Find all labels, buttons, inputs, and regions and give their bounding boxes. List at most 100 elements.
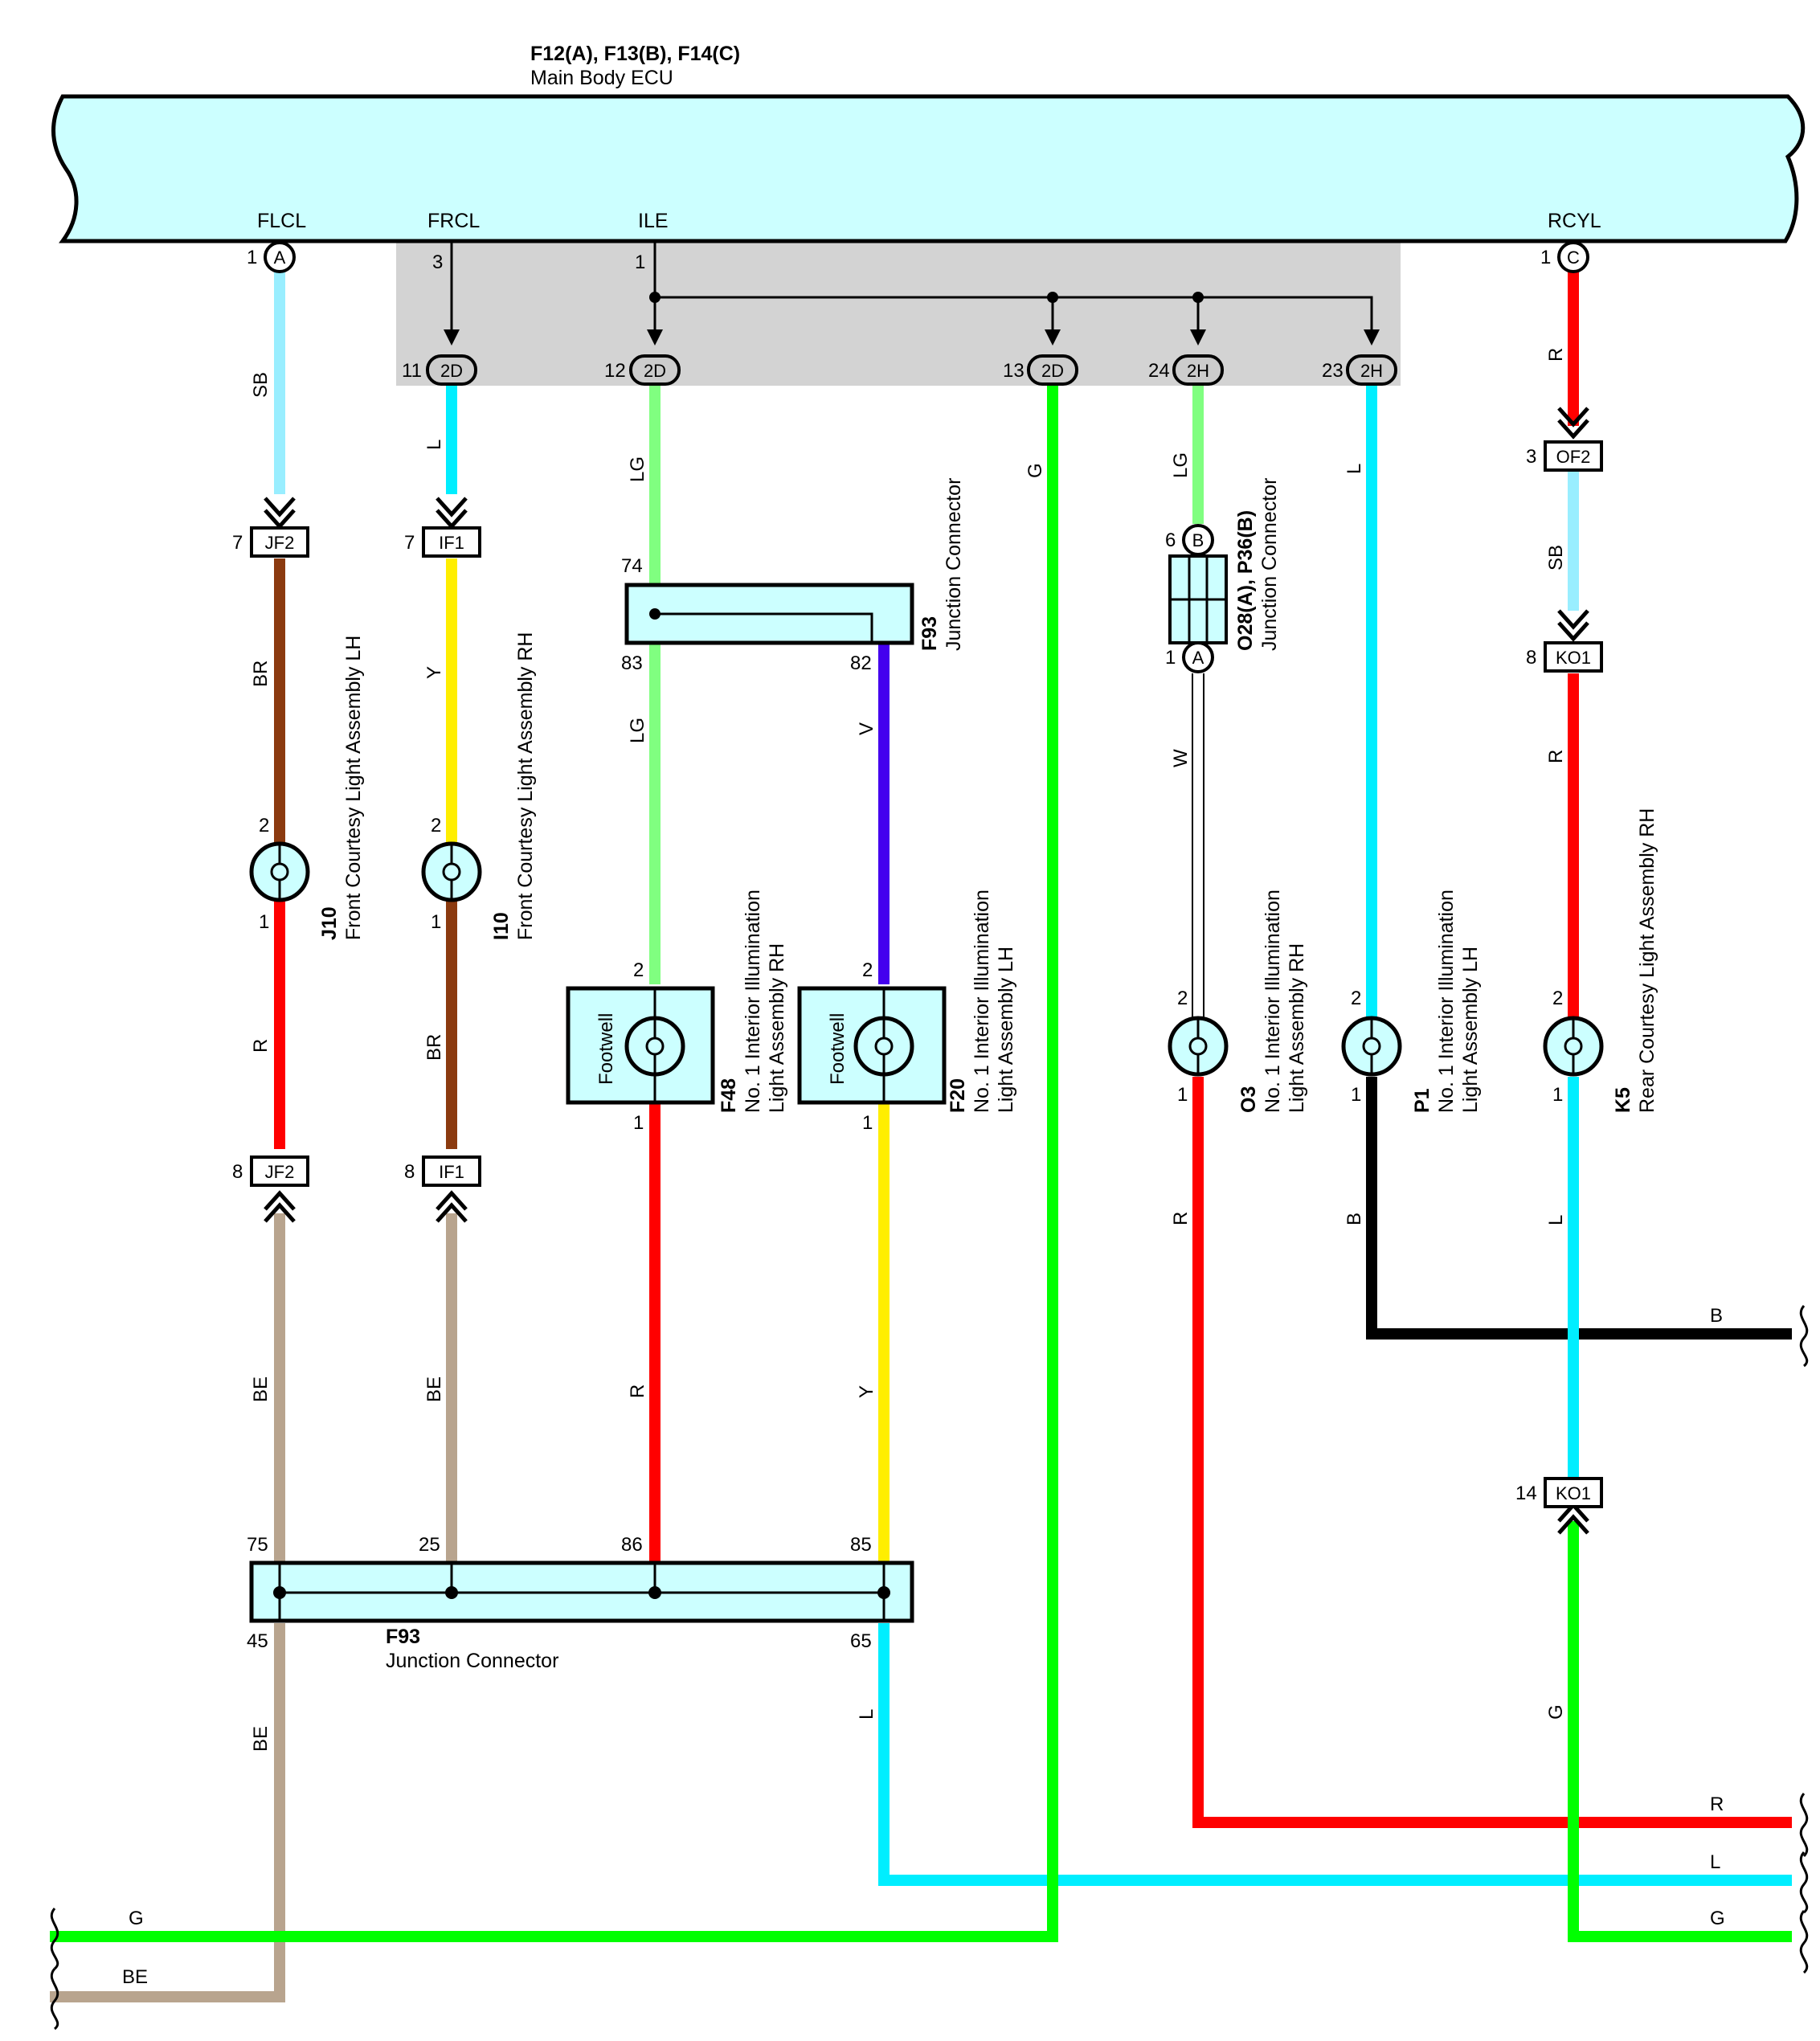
wire-l-bottom [878, 1623, 1792, 1886]
pin-45: 45 [247, 1630, 268, 1652]
p1-name1: No. 1 Interior Illumination [1435, 890, 1458, 1113]
terminal-ile: ILE [638, 210, 669, 232]
pin-1-k5: 1 [1552, 1084, 1563, 1106]
svg-text:W: W [1170, 749, 1192, 767]
f48-name2: Light Assembly RH [766, 943, 788, 1113]
junction-f93-top-dot [649, 608, 661, 620]
k5-code: K5 [1612, 1087, 1634, 1113]
pin-1-p1: 1 [1351, 1084, 1361, 1106]
o3-name2: Light Assembly RH [1286, 943, 1308, 1113]
pin-82: 82 [850, 652, 872, 674]
wire-g-ko1 [1568, 1521, 1792, 1942]
i10-name: Front Courtesy Light Assembly RH [514, 632, 537, 940]
pin-75: 75 [247, 1534, 268, 1556]
footwell-f20: Footwell [827, 1013, 849, 1085]
box-jf2-bottom: JF2 [265, 1162, 295, 1182]
lead-arrows [444, 329, 1380, 346]
svg-text:R: R [1710, 1794, 1724, 1815]
f93-top-name: Junction Connector [943, 478, 965, 651]
wire-labels-horizontal: B R L G G BE [122, 1305, 1725, 1988]
f20-box [797, 986, 947, 1105]
f93-bottom-code: F93 [386, 1626, 420, 1648]
pin-rcyl: 1 [1540, 247, 1551, 268]
f48-code: F48 [718, 1078, 740, 1113]
pin-83: 83 [621, 652, 643, 674]
bulb-filaments [270, 844, 1583, 1074]
pin-frcl: 3 [432, 252, 443, 273]
footwell-filaments [645, 990, 894, 1102]
svg-text:BR: BR [250, 661, 272, 687]
break-marks [50, 1305, 1809, 2031]
junction-o28-grid [1170, 556, 1226, 643]
box-ko1-bottom: KO1 [1556, 1483, 1591, 1503]
wire-labels-vertical: SB L LG G LG L R SB BR Y LG V W R R BR R… [250, 348, 1567, 1752]
svg-text:R: R [1545, 750, 1567, 763]
pin-2-f20: 2 [862, 959, 873, 981]
pin-flcl: 1 [247, 247, 257, 268]
pin-8-jf2: 8 [232, 1161, 243, 1183]
svg-text:L: L [1545, 1215, 1567, 1225]
pin-2-j10: 2 [259, 815, 269, 836]
footwell-bulbs [624, 1016, 914, 1077]
f20-name1: No. 1 Interior Illumination [971, 890, 993, 1113]
svg-text:G: G [1710, 1908, 1725, 1929]
pin-3-of2: 3 [1526, 446, 1536, 468]
pin-85: 85 [850, 1534, 872, 1556]
box-if1-top: IF1 [439, 533, 464, 553]
p1-code: P1 [1411, 1088, 1434, 1113]
oval-2h-24: 2H [1187, 361, 1209, 381]
svg-text:R: R [1170, 1212, 1192, 1225]
svg-text:R: R [250, 1039, 272, 1053]
wire-be-bottom [50, 1623, 285, 2002]
svg-text:L: L [856, 1709, 877, 1720]
pin-7-jf2: 7 [232, 532, 243, 554]
pin-1-j10: 1 [259, 911, 269, 933]
svg-text:BE: BE [250, 1376, 272, 1402]
box-ko1-top: KO1 [1556, 648, 1591, 668]
svg-text:R: R [627, 1385, 648, 1398]
pin-74: 74 [621, 555, 643, 577]
pin-7-if1: 7 [404, 532, 415, 554]
j10-code: J10 [318, 906, 341, 940]
pin-2-i10: 2 [431, 815, 441, 836]
oval-connectors [426, 354, 1397, 386]
svg-text:LG: LG [627, 456, 648, 482]
pin-circle-c [1557, 241, 1589, 273]
pin-14-ko1: 14 [1515, 1483, 1537, 1504]
wire-r-o3 [1192, 1077, 1792, 1828]
pin-8-if1: 8 [404, 1161, 415, 1183]
wire-b-p1 [1366, 1077, 1792, 1340]
terminal-rcyl: RCYL [1548, 210, 1601, 232]
o3-name1: No. 1 Interior Illumination [1262, 890, 1284, 1113]
pin-24: 24 [1148, 360, 1170, 382]
main-body-ecu [51, 94, 1806, 243]
svg-text:SB: SB [250, 372, 272, 398]
box-jf2-top: JF2 [265, 533, 295, 553]
inline-boxes [250, 440, 1603, 1508]
o28-name: Junction Connector [1258, 478, 1281, 651]
pin-1-f48: 1 [633, 1112, 644, 1134]
ecu-title: F12(A), F13(B), F14(C) [530, 43, 740, 65]
svg-text:G: G [1025, 463, 1046, 478]
ecu-leads [450, 241, 1373, 337]
pin-2-p1: 2 [1351, 988, 1361, 1009]
svg-text:L: L [1344, 464, 1365, 474]
box-if1-bottom: IF1 [439, 1162, 464, 1182]
terminal-frcl: FRCL [427, 210, 480, 232]
o3-code: O3 [1237, 1086, 1260, 1113]
pin-circle-a [264, 241, 296, 273]
f48-name1: No. 1 Interior Illumination [742, 890, 764, 1113]
svg-text:B: B [1344, 1213, 1365, 1225]
pin-12: 12 [604, 360, 626, 382]
chevrons [264, 407, 1589, 1535]
svg-text:LG: LG [1170, 452, 1192, 478]
oval-2h-23: 2H [1360, 361, 1383, 381]
pin-2-o3: 2 [1177, 988, 1188, 1009]
svg-text:Y: Y [423, 666, 445, 679]
footwell-f48: Footwell [595, 1013, 617, 1085]
pin-11: 11 [402, 360, 422, 382]
pin-13: 13 [1003, 360, 1025, 382]
pin-6: 6 [1165, 530, 1176, 551]
svg-text:Y: Y [856, 1385, 877, 1398]
